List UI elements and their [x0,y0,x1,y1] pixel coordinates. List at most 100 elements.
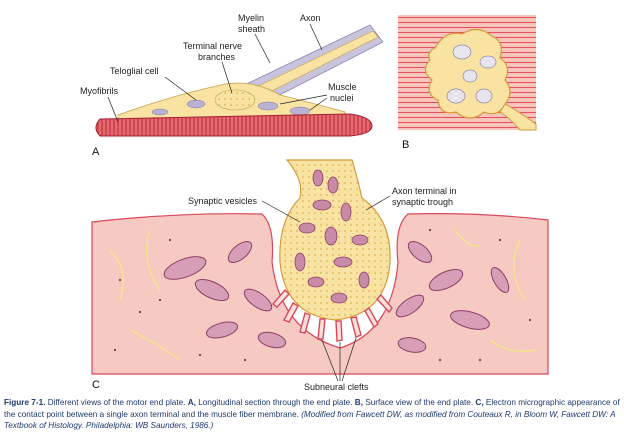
muscle-nuclei-label: nuclei [330,93,354,103]
filament [489,339,536,352]
axon-terminal-leader [365,195,391,211]
end-plate-nucleus [479,55,497,69]
mitochondrion [227,241,253,263]
mitochondrion [333,256,353,268]
filament [129,329,181,361]
axon-terminal-label: Axon terminal in [392,186,457,196]
muscle-nucleus [289,106,311,116]
axon-terminal-label: synaptic trough [392,197,453,207]
myofibrils-label: Myofibrils [80,86,119,96]
end-plate-nucleus [462,69,478,83]
mitochondrion [358,271,370,289]
panel-c-electron-micrograph: Synaptic vesicles Axon terminal in synap… [91,159,549,392]
subneural-cleft [376,293,393,314]
caption-b-marker: B, [354,398,363,407]
panel-a-longitudinal-section: Myelin sheath Axon Terminal nerve branch… [80,13,384,158]
granule [429,229,431,231]
synaptic-vesicles-label: Synaptic vesicles [188,196,258,206]
axon-label: Axon [300,13,321,23]
subneural-cleft [283,302,299,323]
mitochondrion [312,199,332,211]
mitochondrion [294,252,306,272]
nerve-entry [499,103,537,131]
terminal-nerve-label: branches [198,52,236,62]
myelin-sheath-label: Myelin [238,13,264,23]
subneural-cleft [364,306,379,329]
subneural-cleft [317,318,326,340]
mitochondrion [324,226,338,246]
muscle-filaments [109,229,536,361]
myofibrils-leader [107,96,119,123]
teloglial-cell-label: Teloglial cell [110,66,159,76]
caption-text: Different views of the motor end plate. [47,398,186,407]
muscle-mitochondria [163,241,510,353]
mitochondrion [340,202,352,222]
filament [109,249,125,301]
muscle-nuclei-label: Muscle [328,82,357,92]
terminal-nerve-leader [221,61,233,94]
mitochondrion [395,294,425,318]
filament [454,229,481,247]
terminal-nerve-label: Terminal nerve [183,41,242,51]
panel-a-label: A [92,146,100,158]
panel-b-surface-view: B [398,15,537,151]
mitochondrion [490,267,510,293]
caption-c-text: Electron micrographic appearance of the … [4,398,620,419]
end-plate-nucleus [446,88,466,104]
granule [439,359,441,361]
granule [479,359,481,361]
synaptic-vesicles-leader [261,200,301,223]
teloglial-cell-leader [164,76,197,101]
mitochondrion [194,278,230,302]
mitochondrion [163,256,207,280]
figure-caption: Figure 7-1. Different views of the motor… [4,397,620,432]
filament [145,229,161,291]
muscle-nuclei-leader [279,94,328,105]
panel-c-label: C [92,379,100,391]
subneural-clefts-label: Subneural clefts [304,382,369,392]
caption-b-text: Surface view of the end plate. [365,398,474,407]
subneural-clefts [271,288,393,342]
subneural-cleft [299,312,311,334]
axon-mitochondria [294,169,370,304]
muscle-granules [114,229,531,361]
mitochondrion [330,292,348,304]
caption-credit: (Modified from Fawcett DW, as modified f… [4,409,616,431]
mitochondrion [205,321,239,339]
granule [244,359,246,361]
subneural-clefts-leader [321,339,339,382]
myelin-sheath-leader [254,33,271,64]
mitochondrion [450,310,490,330]
filament [512,239,526,301]
panel-b-label: B [402,139,409,151]
granule [499,239,501,241]
subneural-cleft [271,288,290,308]
myelin-sheath-label: sheath [238,24,265,34]
mitochondrion [351,234,369,246]
mitochondrion [407,241,433,263]
subneural-clefts-leader [341,337,357,382]
end-plate-nucleus [452,44,472,60]
mitochondrion [307,276,325,288]
mitochondrion [243,288,273,312]
muscle-nucleus [151,108,169,116]
caption-c-marker: C, [475,398,484,407]
subneural-cleft [335,320,343,342]
granule [139,311,141,313]
granule [529,319,531,321]
axon-leader [309,23,323,51]
terminal-nerve-branches [214,89,256,111]
muscle-fiber [95,113,373,137]
mitochondrion [298,222,316,234]
caption-figure-number: Figure 7-1. [4,398,46,407]
granule [169,239,171,241]
granule [159,299,161,301]
mitochondrion [327,176,339,194]
mitochondrion [397,337,427,353]
granule [199,354,201,356]
subneural-cleft [350,316,362,338]
caption-a-marker: A, [187,398,196,407]
mitochondrion [312,169,324,187]
muscle-nucleus [257,101,279,111]
